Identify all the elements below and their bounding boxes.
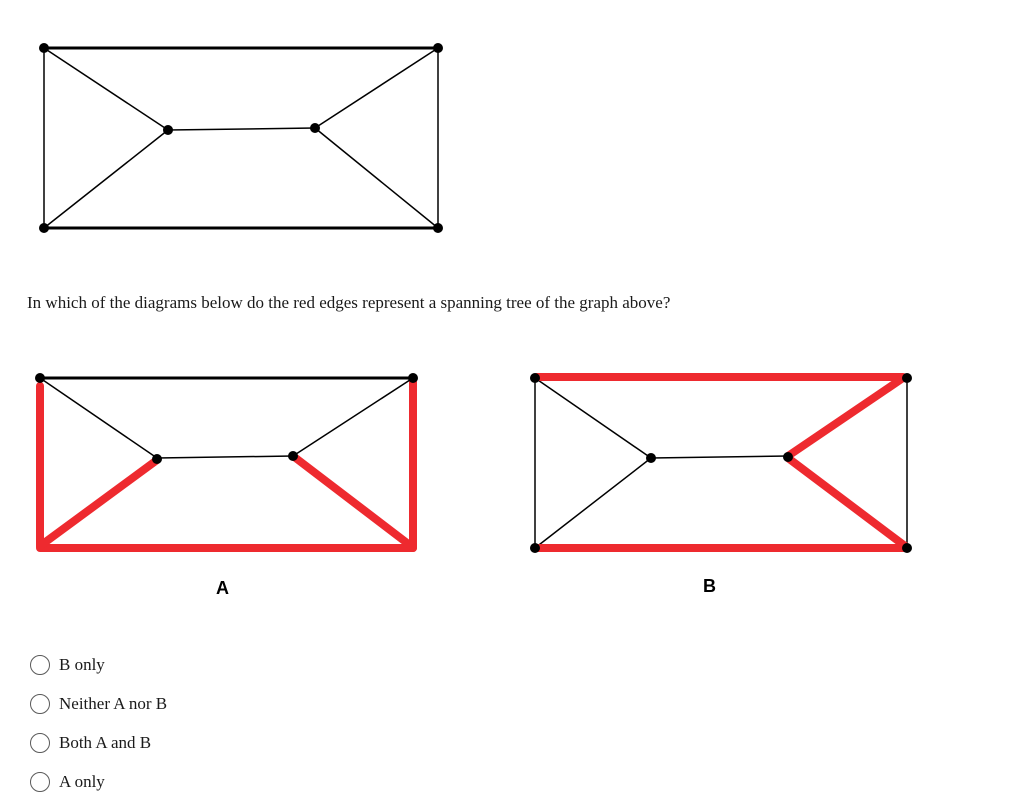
vertex <box>902 373 912 383</box>
edge <box>156 455 294 459</box>
vertex <box>152 454 162 464</box>
vertex <box>288 451 298 461</box>
edge <box>43 129 169 229</box>
edge <box>650 455 789 459</box>
vertex <box>310 123 320 133</box>
highlight-edge <box>289 452 415 550</box>
vertex <box>783 452 793 462</box>
edge <box>534 457 652 549</box>
vertex <box>530 543 540 553</box>
vertex <box>408 373 418 383</box>
highlight-edge <box>784 374 907 460</box>
vertex <box>646 453 656 463</box>
vertex <box>39 43 49 53</box>
option-neither[interactable]: Neither A nor B <box>30 684 167 723</box>
edge <box>43 47 169 131</box>
edge <box>167 127 316 131</box>
vertex <box>35 373 45 383</box>
edge <box>534 377 652 459</box>
vertex <box>163 125 173 135</box>
highlight-edge <box>784 454 909 550</box>
radio-button[interactable] <box>30 693 50 714</box>
main-graph-edges <box>43 46 439 230</box>
option-b-only[interactable]: B only <box>30 645 167 684</box>
diagram-a <box>35 373 418 552</box>
edge <box>314 47 439 129</box>
option-label: B only <box>59 654 105 674</box>
radio-button[interactable] <box>30 732 50 753</box>
option-label: Neither A nor B <box>59 693 168 713</box>
vertex <box>433 223 443 233</box>
radio-button[interactable] <box>30 771 50 792</box>
highlight-edge <box>36 456 161 550</box>
diagram-a-vertices <box>35 373 418 464</box>
diagram-a-black-edges <box>39 376 414 459</box>
edge <box>39 377 158 459</box>
diagram-b <box>530 373 912 553</box>
radio-button[interactable] <box>30 654 50 675</box>
option-label: A only <box>59 771 105 791</box>
vertex <box>902 543 912 553</box>
option-both[interactable]: Both A and B <box>30 723 167 762</box>
edge <box>314 127 439 229</box>
main-graph-vertices <box>39 43 443 233</box>
question-text: In which of the diagrams below do the re… <box>27 293 671 312</box>
vertex <box>433 43 443 53</box>
option-label: Both A and B <box>59 732 152 752</box>
diagram-a-red-edges <box>36 378 417 552</box>
answer-options: B only Neither A nor B Both A and B A on… <box>30 645 167 801</box>
vertex <box>39 223 49 233</box>
edge <box>292 377 414 457</box>
diagram-b-black-edges <box>534 377 908 549</box>
diagram-b-label: B <box>703 576 716 596</box>
vertex <box>530 373 540 383</box>
option-a-only[interactable]: A only <box>30 762 167 801</box>
diagram-a-label: A <box>216 578 229 598</box>
diagram-b-red-edges <box>533 373 911 552</box>
diagram-b-vertices <box>530 373 912 553</box>
